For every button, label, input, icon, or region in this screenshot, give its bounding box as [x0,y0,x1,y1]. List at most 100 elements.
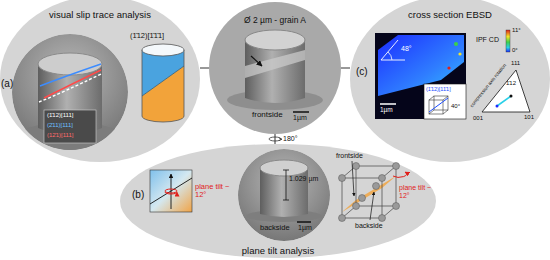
angle-arc [388,52,392,60]
ebsd-spot [458,52,461,55]
atom [339,175,346,182]
cylinder-side [142,50,143,116]
atom [353,203,360,210]
trace-key-label: (1̄12)[111] [47,112,73,119]
panel-ground [120,144,436,258]
slip-plane [342,176,396,212]
side-label: backside [260,224,290,232]
angle-leg [381,60,405,61]
pole-label: 111 [511,60,520,67]
leader-frontside [352,161,354,196]
ebsd-background [375,33,466,119]
pole-label: 001 [473,115,483,122]
cube-frame [342,166,396,218]
slip-arrow [251,56,262,66]
pole-label: 1̄12 [506,80,516,87]
rotation-ring [269,137,281,141]
atom [379,215,386,222]
tilt-arrow [165,192,177,194]
panel-ground [350,0,550,162]
atom [393,203,400,210]
sem-pillar-front [227,30,323,112]
atom [359,195,366,202]
inset-cube [429,96,448,114]
sem-image-slip [12,34,128,158]
triangle-outline [482,70,530,112]
atom [379,175,386,182]
angle-label: 48° [401,45,412,53]
ebsd-spot [447,66,450,69]
sem-pillar-back [238,149,330,241]
orientation-inset [424,84,466,119]
height-tick [283,200,289,201]
inset-plane [429,98,448,112]
panel-title: visual slip trace analysis [49,10,151,20]
pillar-top [38,53,102,75]
cylinder-bottom [142,116,184,122]
connector-line [341,68,350,69]
connector-line [200,68,209,69]
height-tick [283,170,289,171]
tilt-label: plane tilt ~ 12° [195,183,233,200]
tilt-label: plane tilt ~ 12° [399,184,433,199]
cylinder-lower [142,66,184,116]
side-label: frontside [336,152,363,160]
cylinder-bottom-edge [142,116,184,122]
cube-front [342,178,382,218]
sample-title: Ø 2 µm - grain A [244,16,306,25]
cube-back [356,166,396,206]
panel-letter: (a) [1,78,13,89]
cube-edge [443,110,448,114]
scale-label: 1µm [293,114,307,122]
tilt-sketch [150,170,192,212]
atom [339,215,346,222]
scale-bar [293,111,309,113]
panel-ground [209,2,341,134]
height-label: 1.029 µm [289,175,318,183]
panel-ground [0,0,200,162]
side-label: frontside [252,111,283,120]
tilt-ring [165,189,177,193]
scale-label: 1µm [380,106,393,113]
cylinder-top [142,44,184,56]
rotation-trail [497,96,511,106]
axis-arrow [171,174,172,209]
colour-bar [506,30,510,52]
scale-bar [297,221,311,223]
rotation-label: 180° [282,135,298,143]
direction-dot [510,95,513,98]
slip-band [245,50,305,78]
cylinder-side [184,50,185,116]
colour-bar-label: 0° [512,47,518,54]
trace-key-label: (2̄11)[111] [47,122,73,129]
cylinder-sketch [142,44,184,122]
tilt-arrow [393,172,407,177]
atom [353,163,360,170]
panel-letter: (c) [356,66,368,77]
slip-trace-red [44,70,101,98]
rotation-symbol [269,137,282,141]
angle-label: 40° [451,103,460,110]
start-dot [496,105,499,108]
atom-cube [339,161,407,222]
ebsd-spot [454,42,458,46]
height-line [286,170,287,200]
colour-bar-label: 11° [512,27,521,34]
slip-system-label: (1̄12)[11̄1] [426,86,451,92]
ebsd-map [375,33,466,119]
atoms [339,163,400,222]
panel-title: cross section EBSD [408,10,492,20]
pillar-top [245,30,305,50]
connector-line [275,134,276,144]
side-label: backside [355,222,383,230]
panel-title: plane tilt analysis [242,246,314,256]
ipf-title: IPF CD [476,36,499,44]
tilt-square [150,170,192,212]
axis-note: compression axis rotation [469,63,507,109]
leader-backside [370,192,374,220]
cube-edge [429,96,434,100]
slip-trace-white [39,74,101,102]
slip-system-label: (1̄12)[1̄1̄1] [130,32,164,40]
trace-key-label: (12̄1)[111] [47,132,73,139]
